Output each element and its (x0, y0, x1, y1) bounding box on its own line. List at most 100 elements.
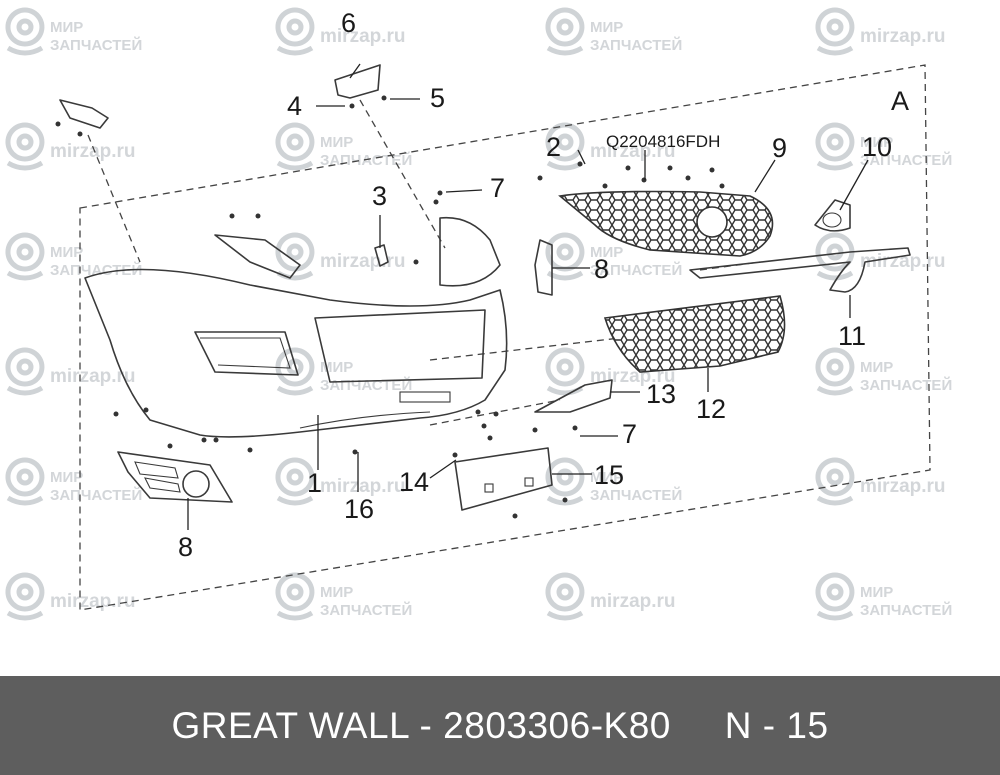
watermark-tile: mirzap.ru (818, 10, 946, 53)
footer-position-code: N - 15 (724, 704, 829, 746)
watermark-line: ЗАПЧАСТЕЙ (590, 36, 682, 54)
watermark-url: mirzap.ru (50, 141, 136, 162)
callout-8-lower: 8 (178, 532, 193, 562)
callout-8-upper: 8 (594, 254, 609, 284)
watermark-logo-icon (548, 235, 582, 278)
watermark-url: mirzap.ru (320, 251, 406, 272)
callout-11: 11 (838, 321, 866, 351)
watermark-url: mirzap.ru (860, 251, 946, 272)
bezel-slat (144, 477, 181, 493)
bezel-hole (822, 212, 842, 228)
part-code-label: Q2204816FDH (606, 132, 720, 151)
watermark-url: mirzap.ru (50, 591, 136, 612)
watermark-line: МИР (50, 244, 83, 261)
watermark-url: mirzap.ru (50, 366, 136, 387)
watermark-line: МИР (860, 584, 893, 601)
leader-lines (187, 63, 869, 530)
watermark-logo-icon (8, 575, 42, 618)
footer-separator: - (408, 704, 444, 746)
watermark-line: ЗАПЧАСТЕЙ (860, 376, 952, 394)
watermark-line: ЗАПЧАСТЕЙ (590, 261, 682, 279)
watermark-tile: mirzap.ru (818, 460, 946, 503)
callout-1: 1 (307, 468, 322, 498)
watermark-logo-icon (818, 460, 852, 503)
callout-16: 16 (344, 494, 374, 524)
fog-lamp-bezel-right (814, 199, 851, 232)
lower-trim (534, 379, 613, 413)
fog-lamp-bezel-left (117, 451, 233, 503)
watermark-line: МИР (860, 134, 893, 151)
alignment-line (87, 134, 141, 263)
callout-14: 14 (399, 467, 429, 497)
callout-12: 12 (696, 394, 726, 424)
watermark-line: ЗАПЧАСТЕЙ (590, 486, 682, 504)
upper-grille (558, 190, 774, 257)
callout-9: 9 (772, 133, 787, 163)
watermark-line: ЗАПЧАСТЕЙ (320, 376, 412, 394)
part-info-footer: GREAT WALL - 2803306-K80 N - 15 (0, 676, 1000, 775)
watermark-tile: mirzap.ru (278, 235, 406, 278)
footer-gap (671, 705, 725, 746)
watermark-line: МИР (50, 19, 83, 36)
watermark-logo-icon (8, 460, 42, 503)
watermark-logo-icon (548, 350, 582, 393)
callout-13: 13 (646, 379, 676, 409)
watermark-line: ЗАПЧАСТЕЙ (320, 601, 412, 619)
callout-15: 15 (594, 460, 624, 490)
watermark-line: МИР (590, 19, 623, 36)
fog-lamp-hole (182, 470, 210, 498)
watermark-logo-icon (278, 350, 312, 393)
watermark-logo-icon (818, 350, 852, 393)
chrome-trim-strip (689, 247, 911, 293)
watermark-tile: mirzap.ru (278, 10, 406, 53)
side-support-right (534, 239, 553, 296)
view-boundary (79, 64, 931, 611)
view-label: A (891, 86, 909, 116)
alignment-line (359, 99, 446, 249)
callout-2: 2 (546, 132, 561, 162)
watermark-line: МИР (590, 244, 623, 261)
callout-6: 6 (341, 8, 356, 38)
watermark-logo-icon (548, 10, 582, 53)
callout-5: 5 (430, 83, 445, 113)
watermark-logo-icon (818, 235, 852, 278)
watermark-line: ЗАПЧАСТЕЙ (50, 486, 142, 504)
alignment-line (429, 337, 621, 361)
watermark-url: mirzap.ru (590, 591, 676, 612)
watermark-logo-icon (818, 10, 852, 53)
callout-3: 3 (372, 181, 387, 211)
callout-4: 4 (287, 91, 302, 121)
watermark-url: mirzap.ru (320, 26, 406, 47)
watermark-logo-icon (278, 10, 312, 53)
watermark-logo-icon (818, 125, 852, 168)
watermark-logo-icon (548, 460, 582, 503)
watermark-logo-icon (8, 350, 42, 393)
watermark-line: ЗАПЧАСТЕЙ (860, 151, 952, 169)
bumper-cover (84, 216, 508, 438)
watermark-logo-icon (818, 575, 852, 618)
footer-text: GREAT WALL - 2803306-K80 N - 15 (171, 705, 828, 747)
watermark-url: mirzap.ru (860, 26, 946, 47)
grille-emblem-ring (696, 206, 728, 238)
plate-slot (524, 477, 534, 487)
bezel-slat (134, 461, 179, 479)
watermark-tile: mirzap.ru (548, 575, 676, 618)
watermark-line: ЗАПЧАСТЕЙ (50, 36, 142, 54)
side-bracket (59, 99, 109, 129)
watermark-line: МИР (50, 469, 83, 486)
footer-brand: GREAT WALL (171, 704, 409, 746)
